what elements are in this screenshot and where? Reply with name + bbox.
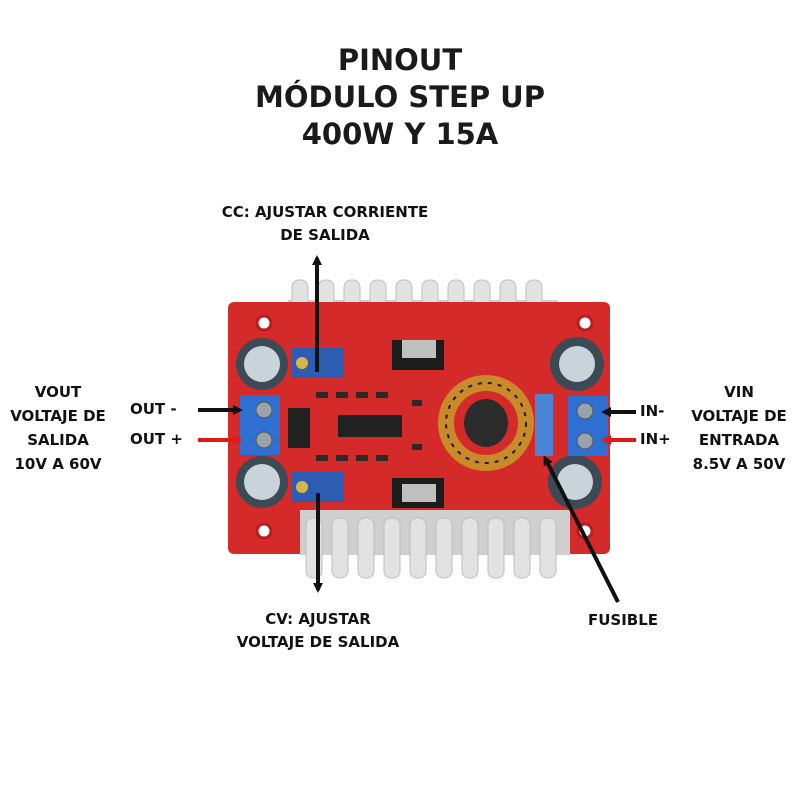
vout-label-line-4: 10V A 60V xyxy=(14,455,102,473)
cv-label: CV: AJUSTAR VOLTAJE DE SALIDA xyxy=(198,608,438,654)
bottom-heatsink xyxy=(300,510,570,579)
vout-label-line-3: SALIDA xyxy=(27,431,89,449)
output-terminal-block xyxy=(240,395,280,455)
mounting-holes xyxy=(255,314,594,540)
cc-label: CC: AJUSTAR CORRIENTE DE SALIDA xyxy=(200,201,450,247)
vin-label-line-4: 8.5V A 50V xyxy=(692,455,786,473)
fuse-part xyxy=(535,394,553,456)
in-plus-label: IN+ xyxy=(640,430,671,448)
title-line-3: 400W Y 15A xyxy=(301,117,499,151)
vin-label-line-2: VOLTAJE DE xyxy=(691,407,787,425)
cv-label-line-1: CV: AJUSTAR xyxy=(265,610,371,628)
vin-label: VIN VOLTAJE DE ENTRADA 8.5V A 50V xyxy=(678,380,800,476)
cv-label-line-2: VOLTAJE DE SALIDA xyxy=(236,633,400,651)
diagram-title: PINOUT MÓDULO STEP UP 400W Y 15A xyxy=(0,42,800,153)
in-minus-label: IN- xyxy=(640,402,665,420)
out-minus-label: OUT - xyxy=(130,400,177,418)
capacitors xyxy=(236,337,604,509)
fuse-arrow xyxy=(543,455,620,603)
vin-label-line-1: VIN xyxy=(724,383,754,401)
ic-chips xyxy=(288,340,444,508)
vin-label-line-3: ENTRADA xyxy=(698,431,780,449)
smd-parts xyxy=(316,392,422,461)
out-plus-label: OUT + xyxy=(130,430,183,448)
cc-label-line-1: CC: AJUSTAR CORRIENTE xyxy=(221,203,429,221)
input-terminal-block xyxy=(568,396,608,456)
title-line-1: PINOUT xyxy=(337,43,463,77)
vout-label: VOUT VOLTAJE DE SALIDA 10V A 60V xyxy=(0,380,116,476)
vout-label-line-1: VOUT xyxy=(34,383,82,401)
vout-label-line-2: VOLTAJE DE xyxy=(10,407,106,425)
title-line-2: MÓDULO STEP UP xyxy=(255,80,545,114)
inductor xyxy=(438,375,534,471)
fuse-label: FUSIBLE xyxy=(588,611,659,629)
cc-label-line-2: DE SALIDA xyxy=(280,226,370,244)
